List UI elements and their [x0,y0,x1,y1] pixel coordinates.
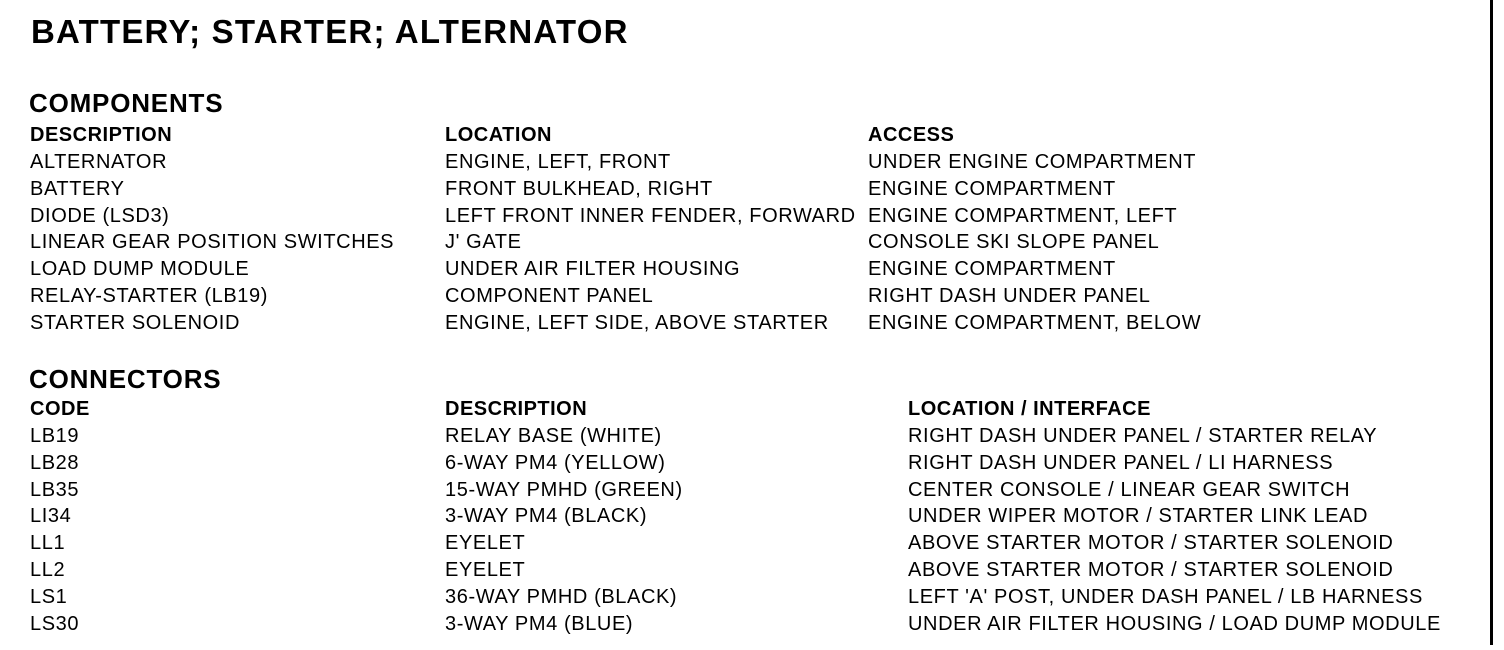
table-row: RELAY-STARTER (LB19) COMPONENT PANEL RIG… [30,283,1490,310]
cell-description: RELAY-STARTER (LB19) [30,285,269,308]
table-row: LS30 3-WAY PM4 (BLUE) UNDER AIR FILTER H… [30,611,1490,638]
cell-description: 6-WAY PM4 (YELLOW) [445,451,666,474]
column-header-access: ACCESS [868,124,955,146]
cell-description: 15-WAY PMHD (GREEN) [445,478,683,501]
cell-description: BATTERY [30,177,125,200]
table-row: DIODE (LSD3) LEFT FRONT INNER FENDER, FO… [30,203,1490,230]
cell-access: ENGINE COMPARTMENT [868,258,1116,281]
cell-description: ALTERNATOR [30,150,168,173]
cell-location-interface: ABOVE STARTER MOTOR / STARTER SOLENOID [908,532,1394,555]
cell-access: UNDER ENGINE COMPARTMENT [868,150,1197,173]
cell-location: UNDER AIR FILTER HOUSING [445,258,741,281]
cell-location-interface: CENTER CONSOLE / LINEAR GEAR SWITCH [908,478,1351,501]
cell-location: FRONT BULKHEAD, RIGHT [445,177,713,200]
cell-code: LB28 [30,451,80,474]
cell-location-interface: LEFT 'A' POST, UNDER DASH PANEL / LB HAR… [908,585,1423,608]
column-header-code: CODE [30,398,90,420]
cell-description: DIODE (LSD3) [30,204,170,227]
cell-code: LI34 [30,505,72,528]
table-row: ALTERNATOR ENGINE, LEFT, FRONT UNDER ENG… [30,149,1490,176]
cell-code: LS1 [30,585,68,608]
connectors-section-heading: CONNECTORS [29,364,222,394]
table-row: STARTER SOLENOID ENGINE, LEFT SIDE, ABOV… [30,310,1490,337]
column-header-description: DESCRIPTION [445,398,588,420]
cell-location: J' GATE [445,231,522,254]
components-table: DESCRIPTION LOCATION ACCESS ALTERNATOR E… [30,122,1490,337]
cell-code: LL2 [30,559,66,582]
table-row: LL2 EYELET ABOVE STARTER MOTOR / STARTER… [30,557,1490,584]
connectors-header-row: CODE DESCRIPTION LOCATION / INTERFACE [30,396,1490,423]
cell-description: RELAY BASE (WHITE) [445,424,662,447]
cell-code: LS30 [30,612,80,635]
cell-access: ENGINE COMPARTMENT, BELOW [868,311,1202,334]
cell-description: 3-WAY PM4 (BLUE) [445,612,634,635]
components-section-heading: COMPONENTS [29,88,224,118]
table-row: LB35 15-WAY PMHD (GREEN) CENTER CONSOLE … [30,477,1490,504]
column-header-description: DESCRIPTION [30,124,173,146]
cell-location: COMPONENT PANEL [445,285,654,308]
cell-location-interface: UNDER AIR FILTER HOUSING / LOAD DUMP MOD… [908,612,1441,635]
cell-code: LB19 [30,424,80,447]
column-header-location-interface: LOCATION / INTERFACE [908,398,1151,420]
cell-access: ENGINE COMPARTMENT [868,177,1116,200]
table-row: LI34 3-WAY PM4 (BLACK) UNDER WIPER MOTOR… [30,503,1490,530]
cell-location: ENGINE, LEFT SIDE, ABOVE STARTER [445,311,829,334]
table-row: LB28 6-WAY PM4 (YELLOW) RIGHT DASH UNDER… [30,450,1490,477]
cell-description: EYELET [445,559,526,582]
cell-access: ENGINE COMPARTMENT, LEFT [868,204,1178,227]
cell-code: LL1 [30,532,66,555]
cell-access: RIGHT DASH UNDER PANEL [868,285,1151,308]
cell-location-interface: UNDER WIPER MOTOR / STARTER LINK LEAD [908,505,1369,528]
components-header-row: DESCRIPTION LOCATION ACCESS [30,122,1490,149]
cell-location-interface: RIGHT DASH UNDER PANEL / LI HARNESS [908,451,1334,474]
cell-description: LOAD DUMP MODULE [30,258,250,281]
cell-location-interface: RIGHT DASH UNDER PANEL / STARTER RELAY [908,424,1378,447]
table-row: LOAD DUMP MODULE UNDER AIR FILTER HOUSIN… [30,256,1490,283]
cell-access: CONSOLE SKI SLOPE PANEL [868,231,1160,254]
page-border-rule [1490,0,1493,645]
page-title: BATTERY; STARTER; ALTERNATOR [31,13,629,50]
cell-description: 3-WAY PM4 (BLACK) [445,505,648,528]
table-row: LB19 RELAY BASE (WHITE) RIGHT DASH UNDER… [30,423,1490,450]
cell-code: LB35 [30,478,80,501]
connectors-table: CODE DESCRIPTION LOCATION / INTERFACE LB… [30,396,1490,638]
cell-description: 36-WAY PMHD (BLACK) [445,585,678,608]
column-header-location: LOCATION [445,124,552,146]
cell-description: STARTER SOLENOID [30,311,241,334]
table-row: LS1 36-WAY PMHD (BLACK) LEFT 'A' POST, U… [30,584,1490,611]
cell-description: LINEAR GEAR POSITION SWITCHES [30,231,395,254]
table-row: LL1 EYELET ABOVE STARTER MOTOR / STARTER… [30,530,1490,557]
cell-description: EYELET [445,532,526,555]
cell-location-interface: ABOVE STARTER MOTOR / STARTER SOLENOID [908,559,1394,582]
cell-location: LEFT FRONT INNER FENDER, FORWARD [445,204,856,227]
cell-location: ENGINE, LEFT, FRONT [445,150,671,173]
table-row: LINEAR GEAR POSITION SWITCHES J' GATE CO… [30,229,1490,256]
table-row: BATTERY FRONT BULKHEAD, RIGHT ENGINE COM… [30,176,1490,203]
